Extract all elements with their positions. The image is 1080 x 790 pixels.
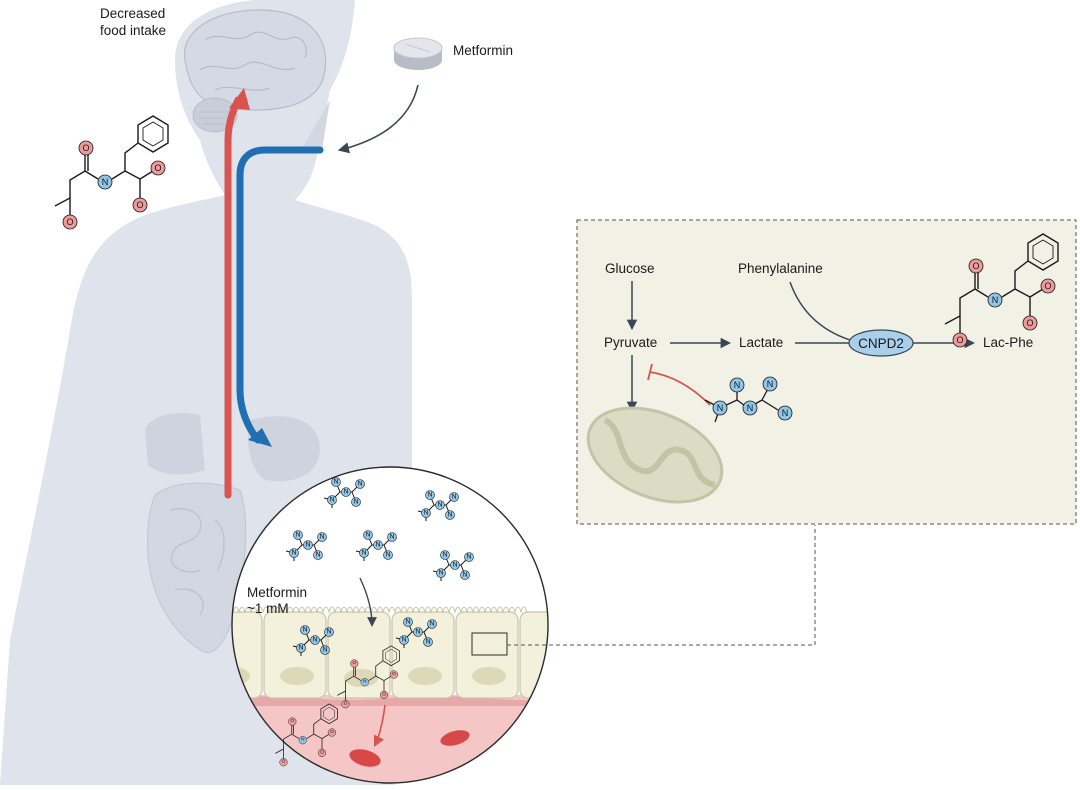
label-metformin: Metformin [453, 43, 513, 58]
enzyme-ellipse [848, 329, 914, 357]
pathway-phenylalanine: Phenylalanine [738, 261, 823, 276]
pathway-pyruvate: Pyruvate [604, 335, 657, 350]
atom-n: N [782, 408, 789, 418]
blue-arrowhead [248, 428, 272, 447]
epithelial-cells [232, 606, 548, 699]
pathway-enzyme: CNPD2 [858, 336, 904, 351]
pill-arrow [337, 84, 419, 154]
atom-n: N [717, 403, 724, 413]
organs [145, 413, 320, 653]
pathway-lactate: Lactate [739, 335, 783, 350]
atom-n: N [734, 380, 741, 390]
label-food-intake-line1: Decreased [100, 6, 165, 21]
brain [184, 9, 327, 133]
label-food-intake-line2: food intake [100, 23, 166, 38]
pathway-glucose: Glucose [605, 261, 655, 276]
metformin-molecule-large: N N N N N [704, 376, 793, 423]
lac-phe-molecule-head [54, 115, 169, 230]
zoom-box [471, 632, 508, 656]
metformin-pill-icon [393, 37, 443, 70]
pathway-lac-phe: Lac-Phe [983, 335, 1033, 350]
label-metformin-conc-line2: ~1 mM [247, 601, 289, 616]
red-arrowhead [229, 88, 250, 110]
atom-n: N [747, 403, 754, 413]
mitochondrion-icon [586, 406, 724, 504]
zoom-connector [507, 525, 816, 646]
label-metformin-conc-line1: Metformin [247, 585, 307, 600]
blue-arrow [236, 146, 324, 444]
pathway-panel: Glucose Phenylalanine Pyruvate Lactate L… [576, 219, 1077, 525]
atom-n: N [767, 379, 774, 389]
